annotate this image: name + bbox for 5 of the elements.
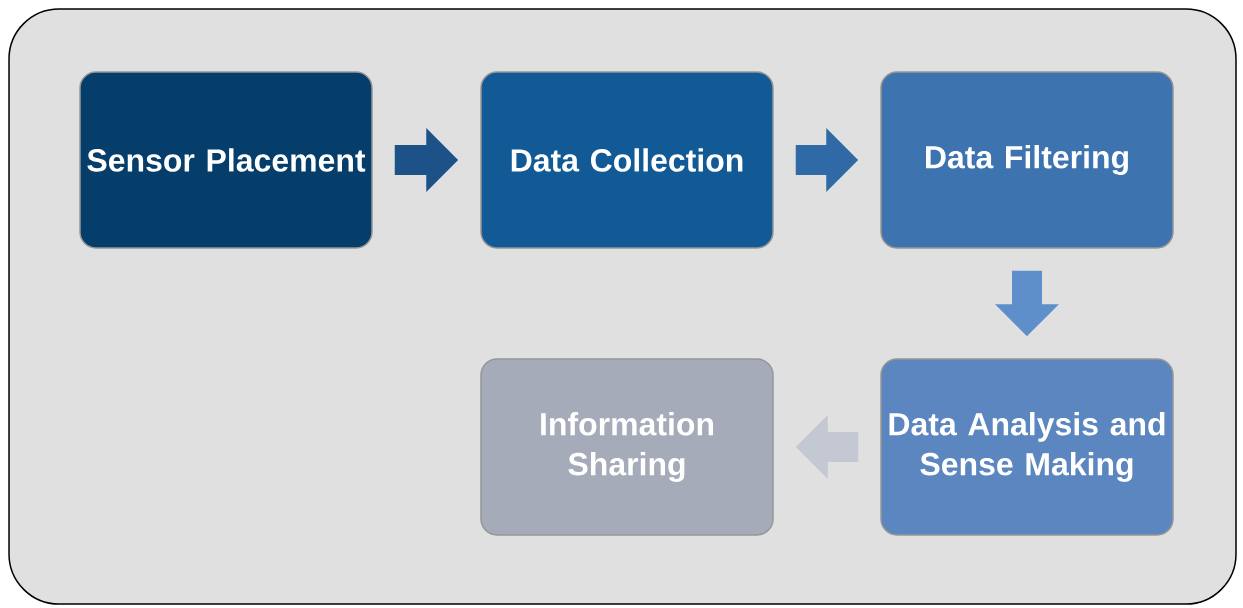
process-box: Data Collection [480,71,774,249]
process-box: Sensor Placement [79,71,373,249]
process-box: Data Filtering [880,71,1174,249]
process-box: Data Analysis and Sense Making [880,358,1174,536]
process-box: Information Sharing [480,358,774,536]
